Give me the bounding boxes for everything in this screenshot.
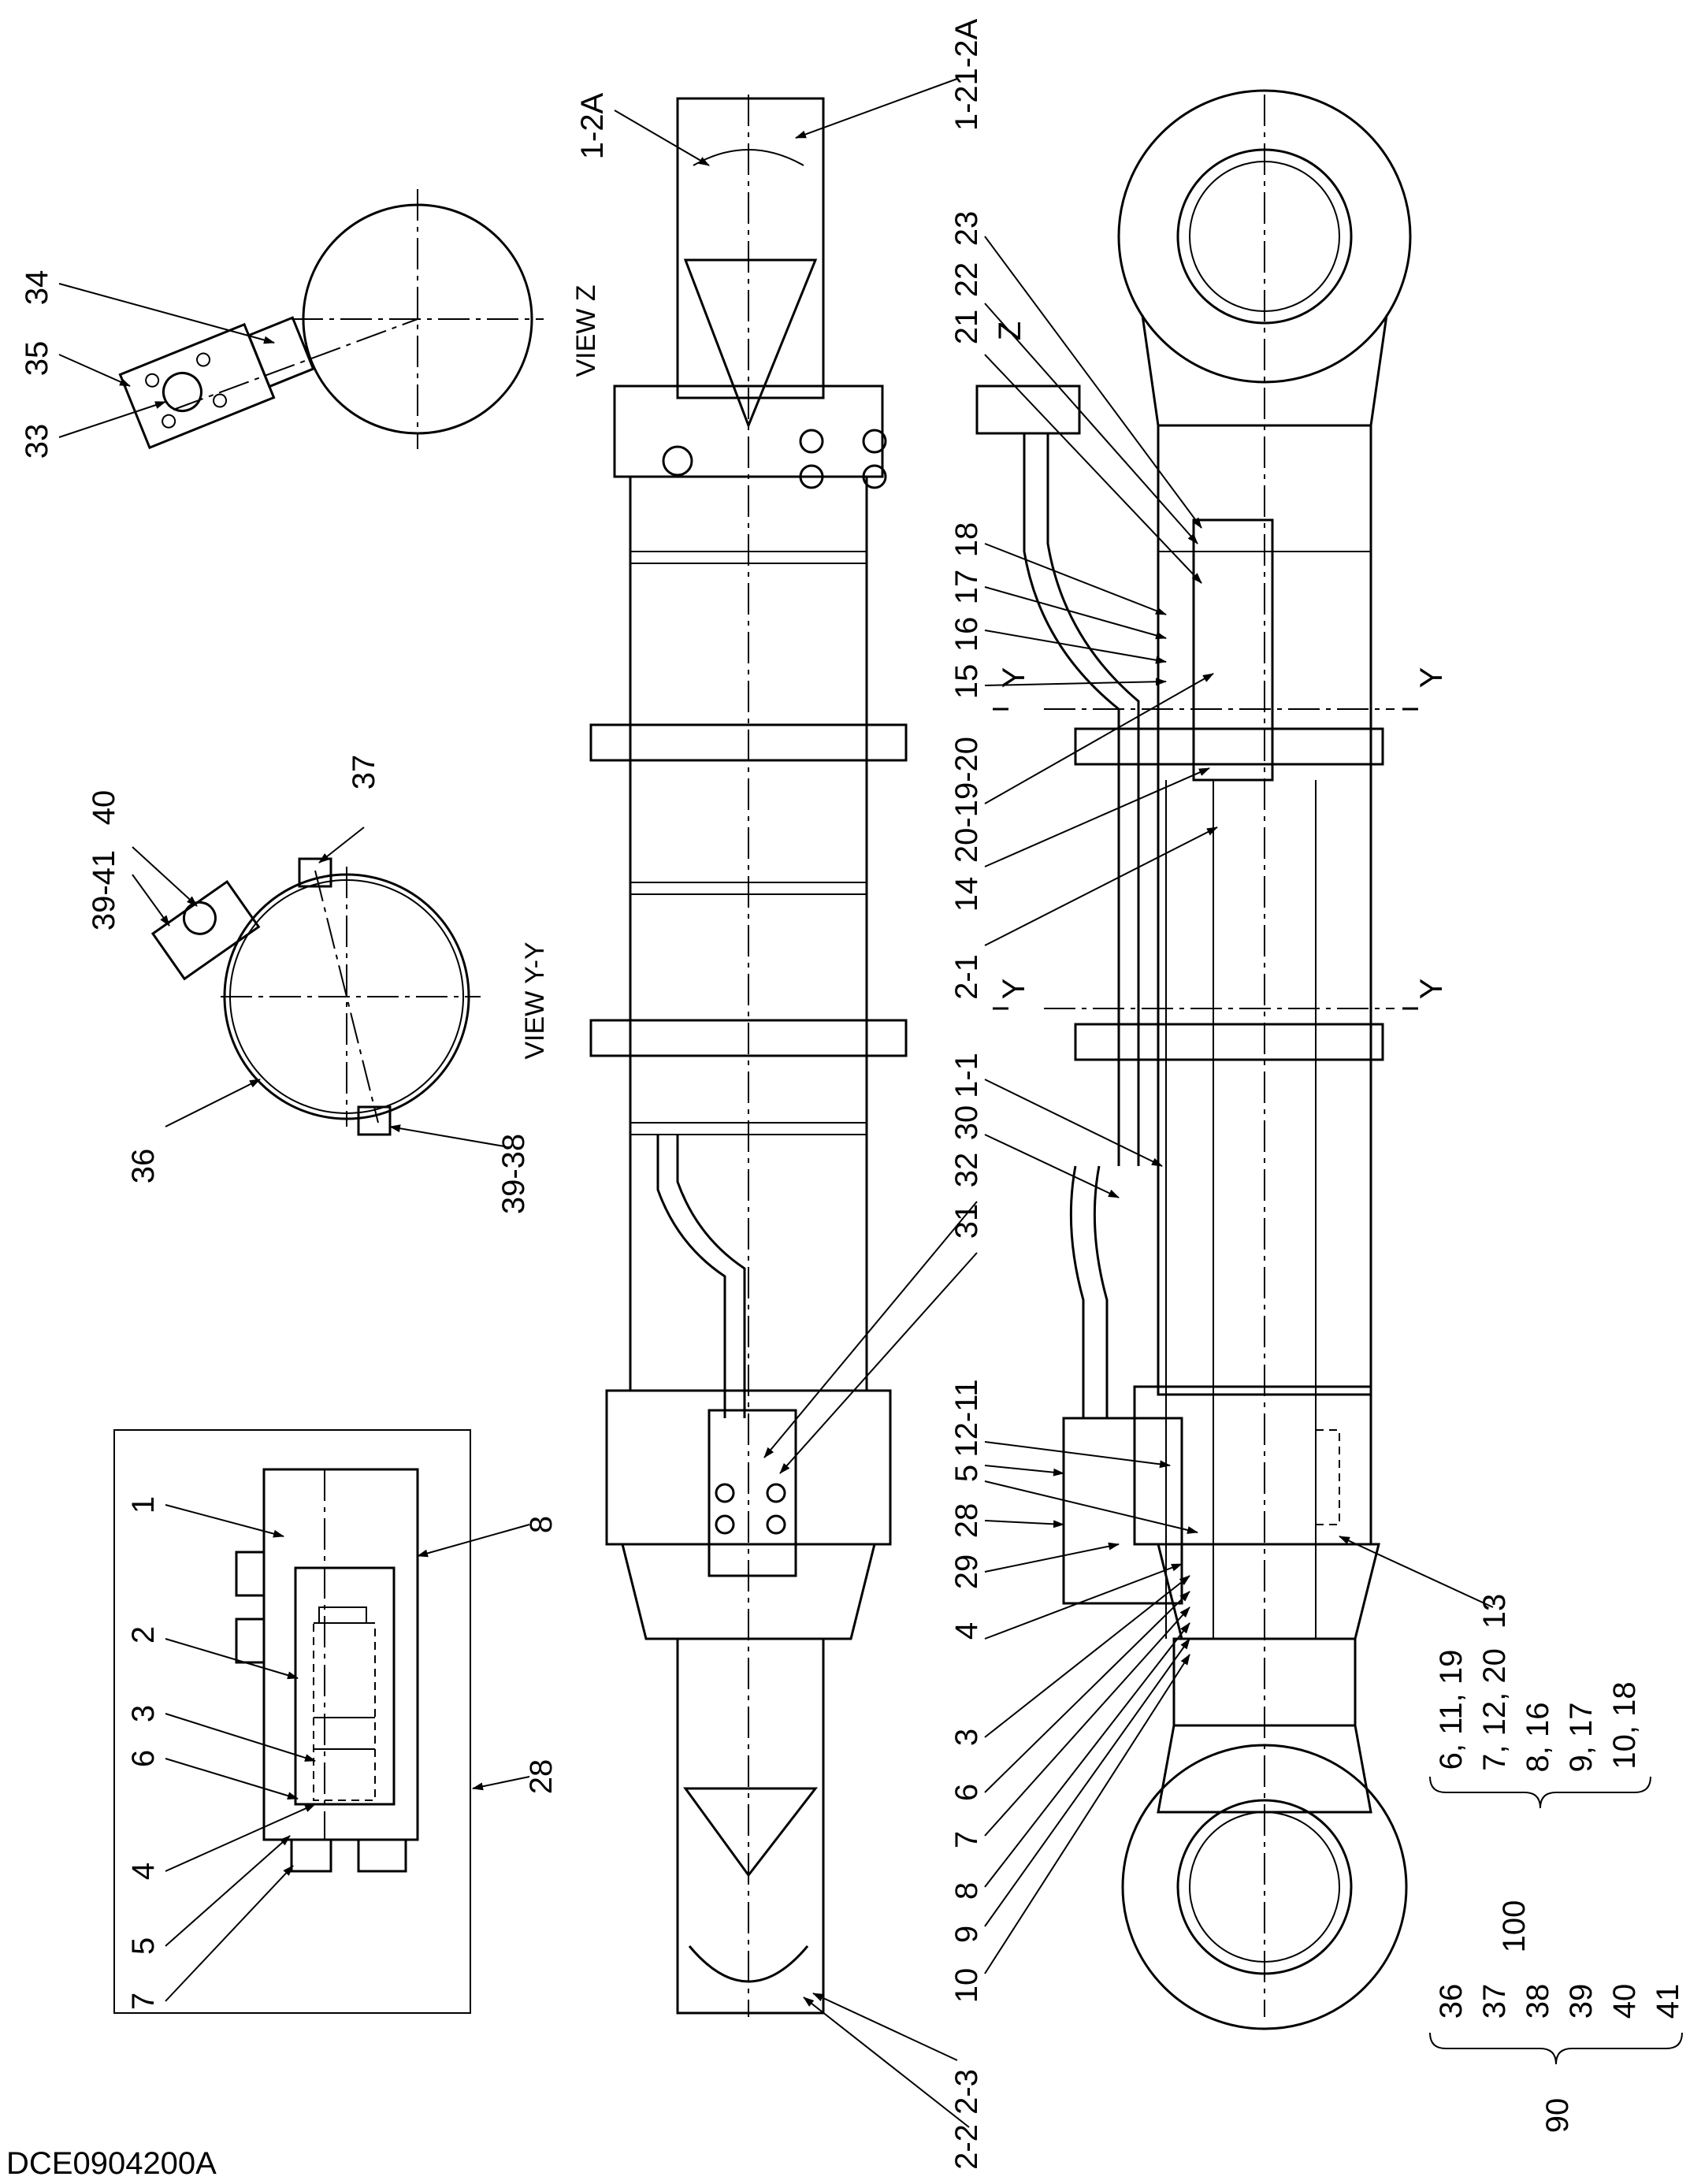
parts-group-90-item: 41 bbox=[1651, 1984, 1685, 2019]
callout-label: 18 bbox=[949, 522, 984, 558]
parts-group-100-item: 9, 17 bbox=[1564, 1703, 1599, 1773]
callout-label: 1-21-2A bbox=[949, 19, 984, 132]
callout-label: 28 bbox=[524, 1759, 559, 1795]
callout-label: 1-1 bbox=[949, 1053, 984, 1098]
callout-label: 36 bbox=[126, 1149, 161, 1184]
callout-label: 40 bbox=[87, 790, 121, 826]
callout-label: 2-3 bbox=[949, 2069, 984, 2115]
parts-group-100-label: 100 bbox=[1497, 1900, 1532, 1953]
parts-group-90-item: 40 bbox=[1607, 1984, 1642, 2019]
callout-label: 12-11 bbox=[949, 1379, 984, 1457]
parts-group-100-item: 7, 12, 20 bbox=[1477, 1648, 1512, 1771]
callout-label: 34 bbox=[20, 270, 54, 306]
callout-label: 2 bbox=[126, 1626, 161, 1644]
view-z-drawing bbox=[118, 189, 544, 450]
view-yy-drawing bbox=[150, 857, 481, 1136]
callout-label: 8 bbox=[524, 1516, 559, 1533]
callout-label: 5 bbox=[949, 1465, 984, 1482]
callout-label: 32 bbox=[949, 1153, 984, 1188]
callout-label: 6 bbox=[949, 1784, 984, 1801]
callout-label: 37 bbox=[347, 755, 381, 790]
labels: VIEW Z VIEW Y-Y Z Y Y Y Y 1 2 3 6 4 5 7 … bbox=[20, 19, 1685, 2170]
view-z-title: VIEW Z bbox=[571, 284, 601, 377]
callout-label: 2-2 bbox=[949, 2124, 984, 2170]
callout-label: 4 bbox=[949, 1622, 984, 1640]
callout-label: 8 bbox=[949, 1882, 984, 1900]
callout-label: 20-19-20 bbox=[949, 737, 984, 863]
parts-table-braces bbox=[1429, 1776, 1683, 2065]
callout-label: 17 bbox=[949, 570, 984, 605]
callout-label: 14 bbox=[949, 877, 984, 912]
callout-label: 13 bbox=[1477, 1594, 1512, 1629]
cylinder-top-view bbox=[589, 95, 908, 2017]
callout-label: 28 bbox=[949, 1503, 984, 1539]
parts-group-100-item: 8, 16 bbox=[1521, 1703, 1555, 1773]
callout-label: 21 bbox=[949, 310, 984, 345]
section-mark-y2: Y bbox=[1414, 667, 1449, 689]
callout-label: 33 bbox=[20, 424, 54, 459]
cylinder-side-view bbox=[975, 89, 1418, 2030]
callout-label: 39-41 bbox=[87, 850, 121, 930]
callout-label: 5 bbox=[126, 1937, 161, 1955]
section-mark-y4: Y bbox=[1414, 979, 1449, 1000]
callout-label: 16 bbox=[949, 617, 984, 652]
parts-group-90-item: 36 bbox=[1434, 1984, 1469, 2019]
callout-label: 1 bbox=[126, 1496, 161, 1514]
callout-label: 4 bbox=[126, 1863, 161, 1880]
parts-group-90-item: 39 bbox=[1564, 1984, 1599, 2019]
callout-label: 6 bbox=[126, 1750, 161, 1767]
document-id: DCE0904200A bbox=[6, 2146, 217, 2181]
callout-label: 1-2A bbox=[575, 92, 610, 159]
callout-label: 39-38 bbox=[496, 1134, 531, 1214]
section-mark-y3: Y bbox=[997, 979, 1031, 1000]
callout-label: 15 bbox=[949, 664, 984, 700]
detail-box-valve bbox=[113, 1429, 471, 2014]
callout-label: 9 bbox=[949, 1926, 984, 1943]
callout-label: 3 bbox=[949, 1729, 984, 1746]
parts-group-100-item: 6, 11, 19 bbox=[1434, 1650, 1469, 1770]
callout-label: 35 bbox=[20, 341, 54, 377]
callout-label: 22 bbox=[949, 262, 984, 298]
parts-group-100-item: 10, 18 bbox=[1607, 1681, 1642, 1769]
callout-label: 7 bbox=[949, 1831, 984, 1848]
callout-label: 10 bbox=[949, 1968, 984, 2004]
callout-label: 23 bbox=[949, 211, 984, 247]
view-yy-title: VIEW Y-Y bbox=[520, 942, 550, 1059]
callout-label: 3 bbox=[126, 1705, 161, 1722]
section-arrow-z: Z bbox=[993, 321, 1027, 340]
callout-label: 7 bbox=[126, 1993, 161, 2010]
callout-label: 29 bbox=[949, 1554, 984, 1590]
leader-lines bbox=[58, 78, 1494, 2128]
parts-group-90-item: 37 bbox=[1477, 1984, 1512, 2019]
section-mark-y1: Y bbox=[997, 667, 1031, 689]
callout-label: 31 bbox=[949, 1204, 984, 1239]
callout-label: 30 bbox=[949, 1105, 984, 1141]
parts-group-90-label: 90 bbox=[1540, 2098, 1575, 2134]
callout-label: 2-1 bbox=[949, 954, 984, 1000]
parts-group-90-item: 38 bbox=[1521, 1984, 1555, 2019]
